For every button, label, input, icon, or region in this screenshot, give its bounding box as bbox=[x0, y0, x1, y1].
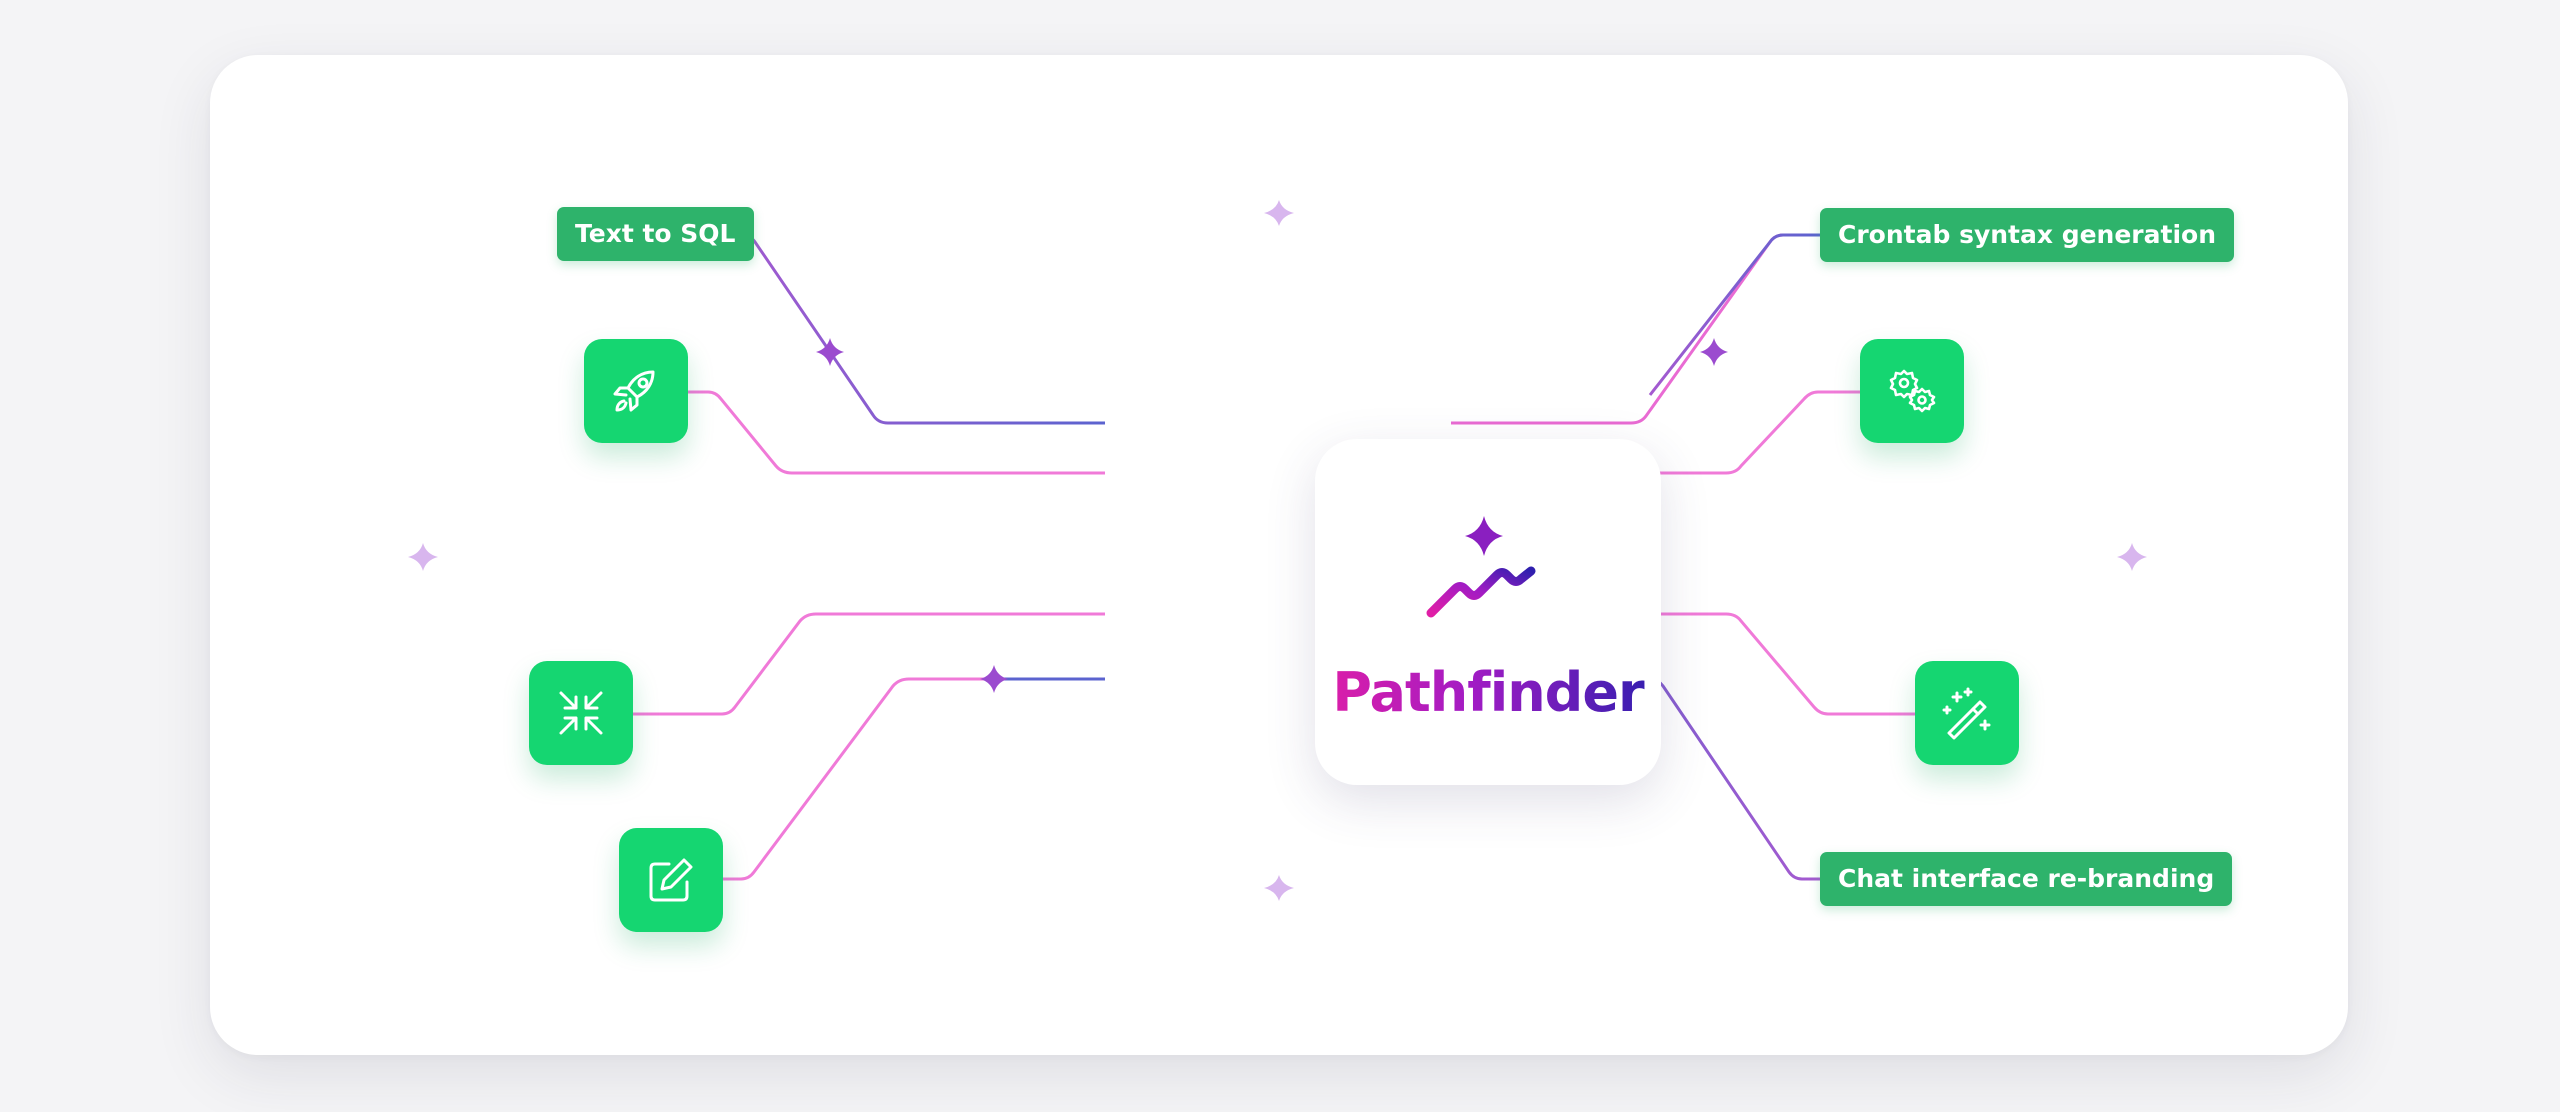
compress-arrows-icon bbox=[559, 691, 603, 735]
sparkle-icon bbox=[408, 543, 438, 571]
connector-edit bbox=[722, 677, 1105, 881]
sparkle-icon bbox=[2117, 543, 2147, 571]
magic-wand-icon bbox=[1942, 687, 1991, 740]
pathfinder-logo-card: Pathfinder bbox=[1315, 439, 1661, 785]
edit-icon bbox=[649, 858, 693, 902]
tag-crontab-syntax-generation: Crontab syntax generation bbox=[1820, 208, 2234, 262]
connector-compress bbox=[633, 612, 1105, 716]
sparkle-icon bbox=[1264, 200, 1294, 226]
connector-wand bbox=[1451, 612, 1916, 716]
gears-icon bbox=[1889, 369, 1936, 413]
connector-text-to-sql bbox=[722, 233, 1105, 425]
sparkle-icon bbox=[980, 665, 1008, 693]
connector-crontab bbox=[1451, 233, 1820, 425]
pathfinder-logo-icon bbox=[1426, 516, 1536, 618]
tag-text-to-sql: Text to SQL bbox=[557, 207, 754, 261]
brand-name: Pathfinder bbox=[1315, 661, 1661, 724]
connector-gears bbox=[1451, 390, 1862, 475]
connector-lines bbox=[260, 145, 2298, 960]
sparkle-icon bbox=[816, 338, 844, 366]
sparkle-icon bbox=[1700, 338, 1728, 366]
tag-chat-interface-rebranding: Chat interface re-branding bbox=[1820, 852, 2233, 906]
compress-tile bbox=[529, 661, 633, 765]
logo-sparkle bbox=[1465, 516, 1503, 556]
rocket-icon bbox=[613, 370, 655, 412]
rocket-tile bbox=[584, 339, 688, 443]
diagram-card: Text to SQL Crontab syntax generation Ch… bbox=[210, 55, 2348, 1055]
sparkle-icon bbox=[1264, 875, 1294, 901]
connector-rocket bbox=[688, 390, 1105, 475]
connector-crontab-purple bbox=[1648, 233, 1820, 396]
gears-tile bbox=[1860, 339, 1964, 443]
logo-trend-line bbox=[1426, 566, 1536, 618]
magic-wand-tile bbox=[1915, 661, 2019, 765]
sparkle-markers bbox=[408, 200, 2147, 901]
edit-tile bbox=[619, 828, 723, 932]
